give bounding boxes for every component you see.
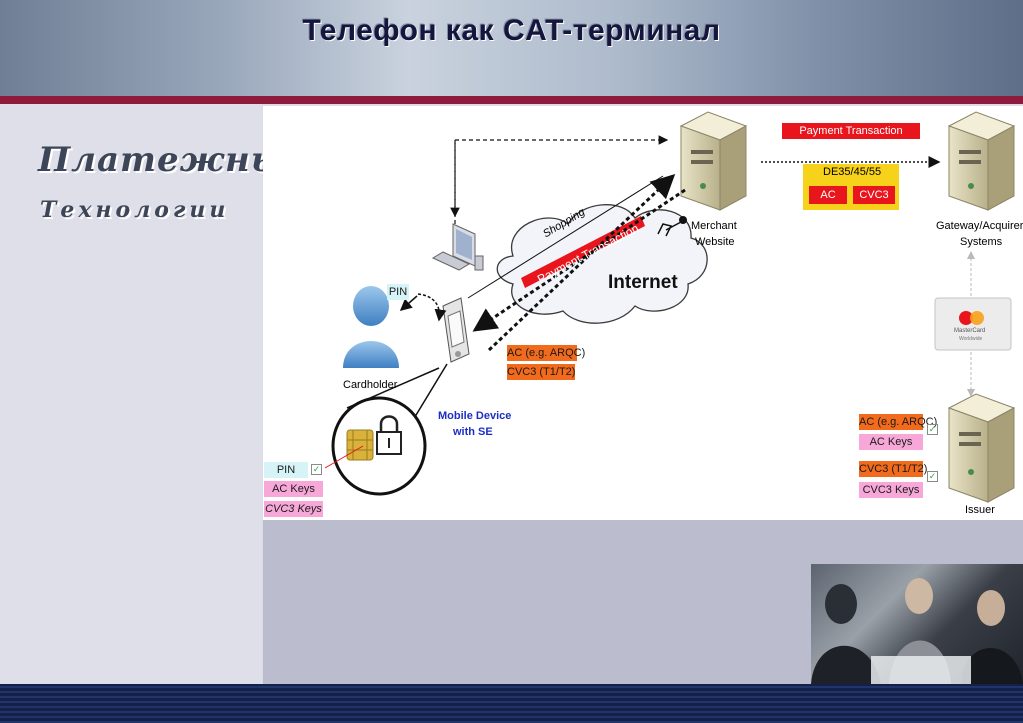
issuer-ac-check-icon: ✓ (927, 424, 938, 435)
issuer-label: Issuer (965, 504, 995, 516)
gateway-server-icon (947, 111, 1016, 211)
gateway-label-1: Gateway/Acquirer (936, 220, 1023, 232)
plug-icon (657, 216, 687, 237)
sim-chip-icon (346, 429, 374, 461)
mobile-device-label-1: Mobile Device (438, 410, 512, 422)
cardholder-label: Cardholder (343, 379, 398, 391)
internet-cloud-icon (496, 204, 708, 324)
left-panel (0, 104, 262, 684)
lock-icon (376, 415, 402, 455)
diagram-graphics (324, 111, 1016, 503)
de-codes-label: DE35/45/55 (823, 166, 882, 178)
left-ac-keys-box: AC Keys (264, 481, 323, 497)
pin-label: PIN (387, 284, 409, 300)
cardholder-person-icon (343, 286, 399, 368)
cvc3-box: CVC3 (853, 186, 895, 204)
issuer-server-icon (947, 393, 1016, 503)
mastercard-logo-icon (934, 297, 1012, 351)
footer-bar (0, 684, 1023, 723)
header-divider (0, 96, 1023, 104)
merchant-server-icon (679, 111, 748, 211)
mastercard-label-1: MasterCard (954, 328, 986, 334)
computer-icon (431, 223, 484, 271)
issuer-cvc3-t1t2-box: CVC3 (T1/T2) (859, 461, 928, 477)
merchant-website-label-2: Website (695, 236, 735, 248)
merchant-website-label-1: Merchant (691, 220, 737, 232)
mastercard-label-2: Worldwide (959, 336, 983, 342)
left-pin-check-icon: ✓ (311, 464, 322, 475)
ac-arqc-box: AC (e.g. ARQC) (507, 345, 586, 361)
page-title: Телефон как CAT-терминал (302, 14, 721, 47)
mobile-device-label-2: with SE (453, 426, 493, 438)
business-meeting-photo (811, 564, 1023, 684)
left-cvc3-keys-box: CVC3 Keys (264, 501, 323, 517)
cvc3-t1t2-box: CVC3 (T1/T2) (507, 364, 576, 380)
mobile-device-icon (442, 297, 470, 363)
issuer-cvc3-check-icon: ✓ (927, 471, 938, 482)
payment-diagram: Payment Transaction DE35/45/55 AC CVC3 M… (263, 106, 1023, 520)
internet-label: Internet (608, 272, 678, 293)
issuer-ac-keys-box: AC Keys (859, 434, 923, 450)
payment-transaction-top-label: Payment Transaction (782, 123, 920, 139)
left-pin-box: PIN (264, 462, 308, 478)
header-banner: Телефон как CAT-терминал (0, 0, 1023, 96)
logo-line-2: Технологии (40, 197, 230, 223)
issuer-cvc3-keys-box: CVC3 Keys (859, 482, 923, 498)
gateway-label-2: Systems (960, 236, 1003, 248)
ac-box: AC (809, 186, 847, 204)
issuer-ac-arqc-box: AC (e.g. ARQC) (859, 414, 938, 430)
